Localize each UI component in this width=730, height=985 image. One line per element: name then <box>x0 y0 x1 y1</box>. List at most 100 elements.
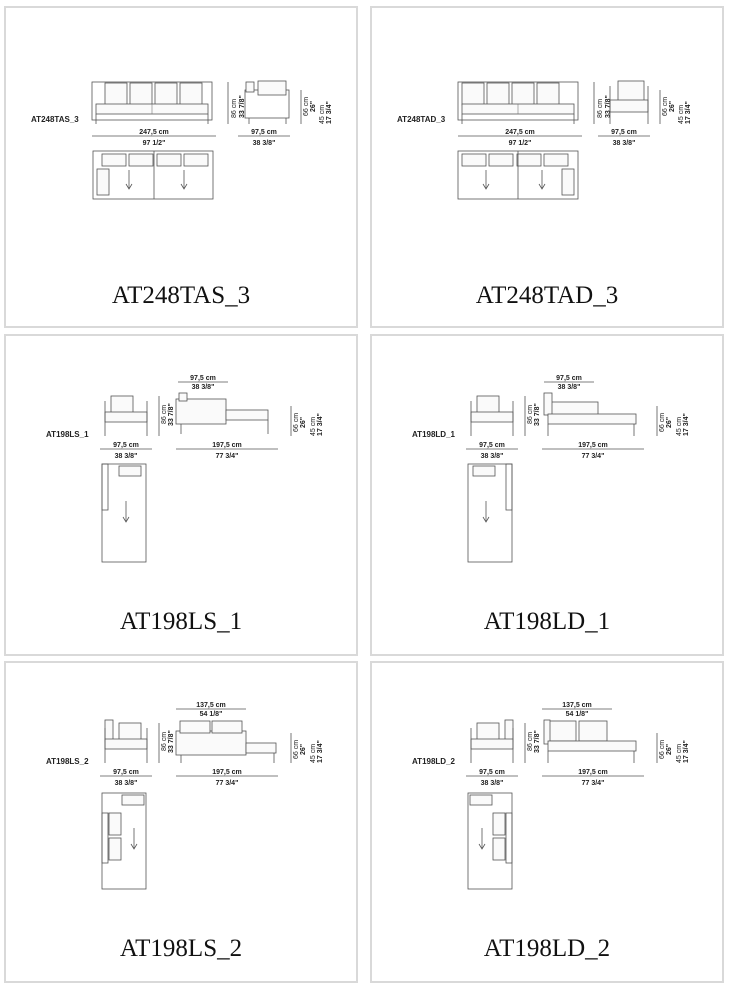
chaise-side-view-icon <box>543 392 637 436</box>
svg-text:38 3/8": 38 3/8" <box>115 453 138 460</box>
svg-text:77 3/4": 77 3/4" <box>582 780 605 787</box>
svg-text:97,5 cm: 97,5 cm <box>479 442 505 449</box>
svg-text:26": 26" <box>300 417 307 428</box>
svg-text:86 cm: 86 cm <box>527 405 534 424</box>
svg-text:33 7/8": 33 7/8" <box>605 95 612 118</box>
product-title: AT198LD_1 <box>483 608 611 635</box>
svg-text:197,5 cm: 197,5 cm <box>578 442 608 449</box>
svg-text:97,5 cm: 97,5 cm <box>611 129 637 136</box>
svg-text:137,5 cm: 137,5 cm <box>562 702 592 709</box>
svg-text:66 cm: 66 cm <box>303 97 310 116</box>
svg-text:54 1/8": 54 1/8" <box>200 711 223 718</box>
model-code: AT198LS_1 <box>46 430 89 439</box>
sofa-plan-view-icon <box>457 150 579 200</box>
product-card-at198ld-2[interactable]: AT198LD_2 86 cm 33 7/8" 97,5 cm 38 3/8" … <box>370 661 724 983</box>
model-code: AT198LD_1 <box>412 430 456 439</box>
chaise-plan-view-icon <box>467 792 513 890</box>
chaise-side-view-icon <box>175 720 277 763</box>
chair-front-view-icon <box>104 719 148 763</box>
svg-text:97,5 cm: 97,5 cm <box>190 375 216 382</box>
svg-text:97 1/2": 97 1/2" <box>509 140 532 147</box>
svg-text:77 3/4": 77 3/4" <box>216 453 239 460</box>
product-title: AT248TAD_3 <box>475 282 619 309</box>
product-card-at198ld-1[interactable]: AT198LD_1 86 cm 33 7/8" 97,5 cm 38 3/8" … <box>370 334 724 656</box>
svg-text:66 cm: 66 cm <box>293 740 300 759</box>
sofa-plan-view-icon <box>92 150 214 200</box>
chair-front-view-icon <box>470 395 514 436</box>
model-code: AT248TAD_3 <box>397 115 446 124</box>
chaise-side-view-icon <box>543 719 637 763</box>
technical-drawing: AT198LS_1 86 cm 33 7/8" 97,5 cm 38 3/8" … <box>46 375 324 563</box>
chair-front-view-icon <box>104 395 148 436</box>
svg-text:26": 26" <box>666 744 673 755</box>
chaise-plan-view-icon <box>467 463 513 563</box>
svg-text:66 cm: 66 cm <box>662 97 669 116</box>
svg-text:38 3/8": 38 3/8" <box>115 780 138 787</box>
svg-text:17 3/4": 17 3/4" <box>683 740 690 763</box>
svg-text:97,5 cm: 97,5 cm <box>113 442 139 449</box>
svg-text:137,5 cm: 137,5 cm <box>196 702 226 709</box>
chaise-side-view-icon <box>175 392 269 434</box>
technical-drawing: AT198LD_1 86 cm 33 7/8" 97,5 cm 38 3/8" … <box>412 375 690 563</box>
svg-text:86 cm: 86 cm <box>527 732 534 751</box>
svg-text:247,5 cm: 247,5 cm <box>139 129 169 136</box>
svg-text:77 3/4": 77 3/4" <box>216 780 239 787</box>
svg-text:26": 26" <box>669 101 676 112</box>
svg-text:17 3/4": 17 3/4" <box>683 413 690 436</box>
svg-text:45 cm: 45 cm <box>678 105 685 124</box>
svg-text:38 3/8": 38 3/8" <box>613 140 636 147</box>
svg-text:197,5 cm: 197,5 cm <box>212 442 242 449</box>
technical-drawing: AT248TAD_3 86 cm 33 7/8" 247,5 cm 97 1/2… <box>397 80 692 200</box>
svg-text:17 3/4": 17 3/4" <box>317 413 324 436</box>
svg-text:45 cm: 45 cm <box>310 417 317 436</box>
svg-text:97 1/2": 97 1/2" <box>143 140 166 147</box>
svg-text:17 3/4": 17 3/4" <box>326 101 333 124</box>
svg-text:97,5 cm: 97,5 cm <box>479 769 505 776</box>
technical-drawing: AT198LS_2 86 cm 33 7/8" 97,5 cm 38 3/8" … <box>46 702 324 890</box>
svg-text:97,5 cm: 97,5 cm <box>556 375 582 382</box>
svg-text:45 cm: 45 cm <box>319 105 326 124</box>
svg-text:45 cm: 45 cm <box>676 417 683 436</box>
svg-text:197,5 cm: 197,5 cm <box>578 769 608 776</box>
product-title: AT198LS_2 <box>119 935 243 962</box>
svg-text:33 7/8": 33 7/8" <box>534 730 541 753</box>
product-card-at198ls-1[interactable]: AT198LS_1 86 cm 33 7/8" 97,5 cm 38 3/8" … <box>4 334 358 656</box>
svg-text:17 3/4": 17 3/4" <box>685 101 692 124</box>
svg-text:45 cm: 45 cm <box>310 744 317 763</box>
svg-text:66 cm: 66 cm <box>293 413 300 432</box>
sofa-front-view-icon <box>457 81 579 124</box>
product-card-at198ls-2[interactable]: AT198LS_2 86 cm 33 7/8" 97,5 cm 38 3/8" … <box>4 661 358 983</box>
product-card-at248tas-3[interactable]: AT248TAS_3 86 cm 33 7/8" 247,5 cm 97 1/2… <box>4 6 358 328</box>
svg-text:26": 26" <box>300 744 307 755</box>
sofa-side-view-icon <box>244 80 290 124</box>
svg-text:38 3/8": 38 3/8" <box>481 780 504 787</box>
svg-text:33 7/8": 33 7/8" <box>168 403 175 426</box>
svg-text:54 1/8": 54 1/8" <box>566 711 589 718</box>
technical-drawing: AT198LD_2 86 cm 33 7/8" 97,5 cm 38 3/8" … <box>412 702 690 890</box>
svg-text:86 cm: 86 cm <box>231 99 238 118</box>
technical-drawing: AT248TAS_3 86 cm 33 7/8" 247,5 cm 97 1/2… <box>31 80 333 200</box>
svg-text:26": 26" <box>310 101 317 112</box>
svg-text:38 3/8": 38 3/8" <box>481 453 504 460</box>
model-code: AT198LD_2 <box>412 757 456 766</box>
svg-text:66 cm: 66 cm <box>659 413 666 432</box>
product-title: AT198LS_1 <box>119 608 243 635</box>
svg-text:33 7/8": 33 7/8" <box>239 95 246 118</box>
model-code: AT198LS_2 <box>46 757 89 766</box>
sofa-front-view-icon <box>91 81 213 124</box>
svg-text:38 3/8": 38 3/8" <box>253 140 276 147</box>
svg-text:247,5 cm: 247,5 cm <box>505 129 535 136</box>
svg-text:33 7/8": 33 7/8" <box>534 403 541 426</box>
svg-text:86 cm: 86 cm <box>161 405 168 424</box>
svg-text:197,5 cm: 197,5 cm <box>212 769 242 776</box>
sofa-side-view-icon <box>609 80 649 124</box>
svg-text:97,5 cm: 97,5 cm <box>251 129 277 136</box>
svg-text:38 3/8": 38 3/8" <box>192 384 215 391</box>
svg-text:17 3/4": 17 3/4" <box>317 740 324 763</box>
product-card-at248tad-3[interactable]: AT248TAD_3 86 cm 33 7/8" 247,5 cm 97 1/2… <box>370 6 724 328</box>
svg-text:66 cm: 66 cm <box>659 740 666 759</box>
svg-text:26": 26" <box>666 417 673 428</box>
svg-text:86 cm: 86 cm <box>161 732 168 751</box>
chaise-plan-view-icon <box>101 792 147 890</box>
model-code: AT248TAS_3 <box>31 115 79 124</box>
